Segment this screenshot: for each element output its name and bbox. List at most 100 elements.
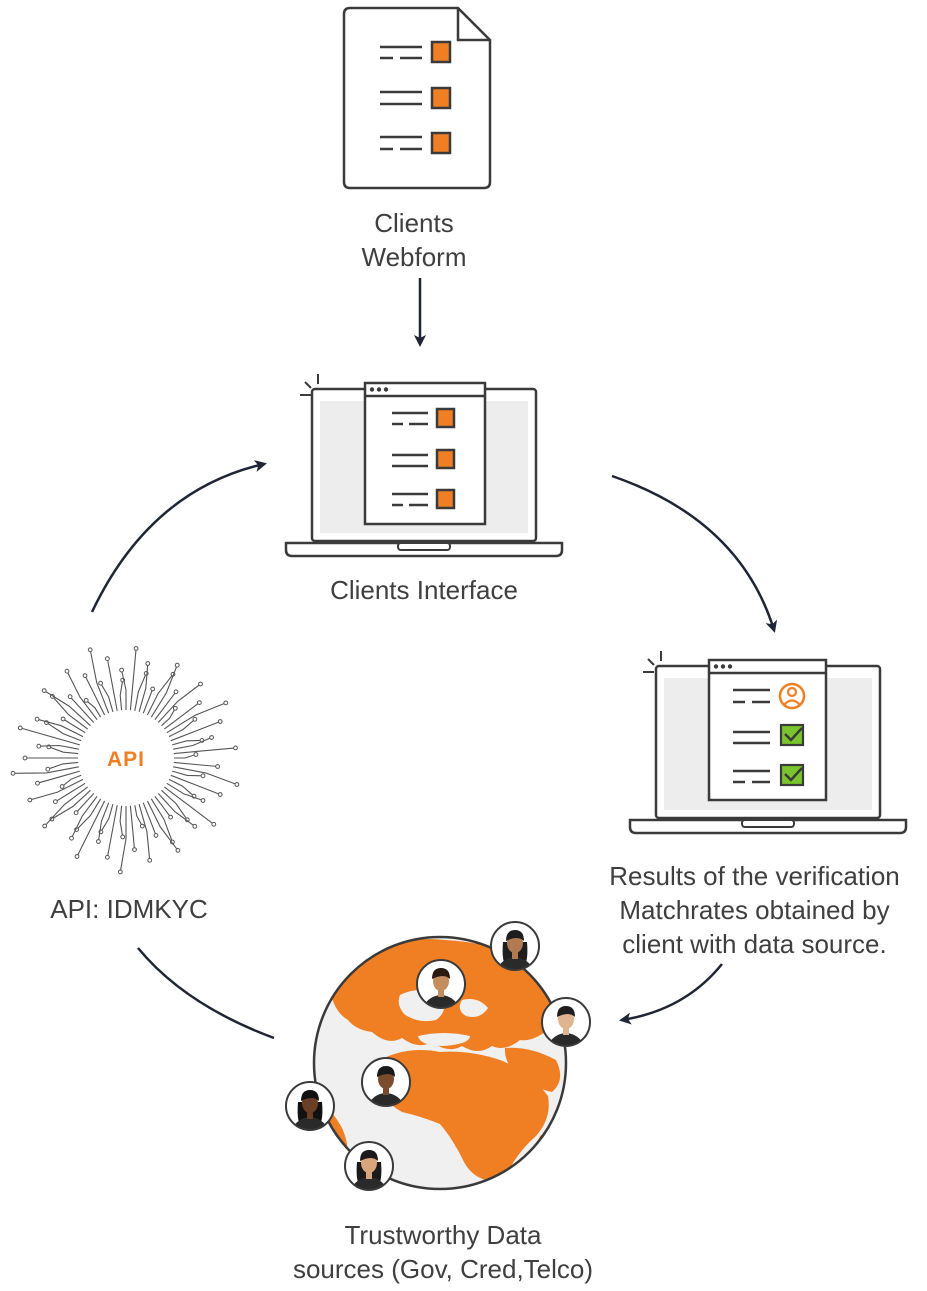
circuit-trace — [163, 702, 200, 730]
circuit-node — [193, 752, 199, 757]
circuit-trace — [173, 736, 212, 750]
circuit-node — [96, 839, 101, 844]
check-icon — [779, 723, 805, 747]
api-chip-text: API — [107, 748, 145, 771]
circuit-trace — [134, 673, 147, 711]
circuit-trace — [89, 649, 110, 714]
circuit-node — [175, 848, 181, 853]
circuit-trace — [172, 739, 203, 746]
circuit-node — [200, 798, 206, 803]
circuit-trace — [142, 802, 157, 836]
circuit-node — [198, 681, 203, 687]
circuit-trace — [168, 718, 196, 738]
circuit-node — [41, 688, 47, 693]
person-avatar-icon — [541, 997, 591, 1047]
api-circuit-ring-icon — [10, 646, 240, 875]
circuit-trace — [150, 798, 173, 843]
circuit-trace — [55, 782, 86, 803]
circuit-trace — [146, 673, 174, 716]
webform-label: Clients Webform — [361, 208, 467, 272]
circuit-node — [67, 694, 73, 700]
circuit-trace — [71, 795, 98, 839]
circuit-node — [27, 797, 33, 803]
circuit-trace — [138, 804, 151, 861]
circuit-trace — [76, 798, 102, 830]
circuit-node — [211, 821, 217, 827]
circuit-node — [223, 700, 229, 706]
circuit-node — [132, 847, 137, 852]
circuit-trace — [154, 795, 172, 818]
arrow-api-to-interface — [90, 460, 267, 613]
person-avatar-icon — [490, 921, 540, 971]
results-laptop-icon — [628, 651, 908, 835]
circuit-trace — [173, 747, 236, 755]
circuit-trace — [106, 805, 118, 858]
arrow-interface-to-results — [611, 474, 778, 633]
circuit-trace — [100, 804, 114, 833]
circuit-trace — [121, 669, 127, 710]
data-sources-label: Trustworthy Data sources (Gov, Cred,Telc… — [292, 1220, 594, 1284]
arrow-results-to-sources — [619, 963, 723, 1025]
person-avatar-icon — [361, 1057, 411, 1107]
circuit-node — [153, 833, 159, 838]
circuit-trace — [174, 753, 197, 759]
circuit-trace — [84, 675, 106, 716]
circuit-trace — [166, 782, 204, 802]
circuit-node — [150, 686, 156, 692]
circuit-node — [45, 766, 51, 772]
circuit-node — [209, 735, 215, 740]
circuit-trace — [157, 793, 196, 827]
circuit-trace — [106, 658, 118, 711]
avatars-group — [285, 921, 591, 1191]
circuit-trace — [69, 696, 95, 723]
circuit-node — [234, 782, 240, 787]
circuit-node — [133, 646, 139, 651]
circuit-node — [215, 764, 221, 769]
circuit-node — [60, 716, 66, 722]
circuit-trace — [119, 805, 124, 837]
circuit-node — [168, 814, 174, 820]
circuit-node — [17, 725, 23, 731]
user-circle-icon — [778, 682, 806, 710]
clients-interface-laptop-icon — [284, 374, 564, 558]
circuit-node — [74, 854, 80, 859]
circuit-trace — [47, 761, 79, 770]
circuit-trace — [161, 789, 188, 821]
circuit-node — [36, 743, 42, 749]
api-chip-core — [82, 714, 170, 802]
circuit-node — [200, 773, 206, 779]
circuit-trace — [163, 786, 215, 825]
circuit-node — [105, 656, 110, 662]
api-label: API: IDMKYC — [50, 894, 208, 924]
circuit-trace — [44, 786, 89, 827]
circuit-trace — [20, 727, 80, 746]
circuit-trace — [75, 793, 95, 814]
circuit-node — [197, 700, 202, 705]
circuit-trace — [142, 688, 154, 714]
circuit-node — [192, 716, 198, 722]
circuit-trace — [150, 664, 178, 718]
circuit-trace — [138, 663, 149, 712]
circuit-node — [59, 784, 65, 789]
circuit-trace — [134, 805, 143, 827]
circuit-trace — [48, 746, 79, 755]
circuit-node — [117, 869, 123, 875]
circuit-trace — [166, 702, 227, 734]
circuit-trace — [170, 774, 221, 796]
circuit-node — [173, 689, 179, 695]
arrow-sources-to-api — [137, 947, 275, 1040]
circuit-trace — [119, 680, 124, 711]
circuit-trace — [85, 699, 102, 718]
circuit-trace — [161, 708, 176, 727]
circuit-node — [83, 698, 89, 703]
circuit-trace — [76, 800, 106, 857]
person-avatar-icon — [285, 1081, 335, 1131]
circuit-trace — [154, 691, 177, 721]
circuit-trace — [46, 722, 82, 742]
circuit-node — [42, 823, 48, 829]
circuit-trace — [168, 778, 195, 797]
circuit-trace — [36, 718, 84, 738]
circuit-node — [233, 745, 238, 751]
circuit-trace — [61, 774, 82, 787]
